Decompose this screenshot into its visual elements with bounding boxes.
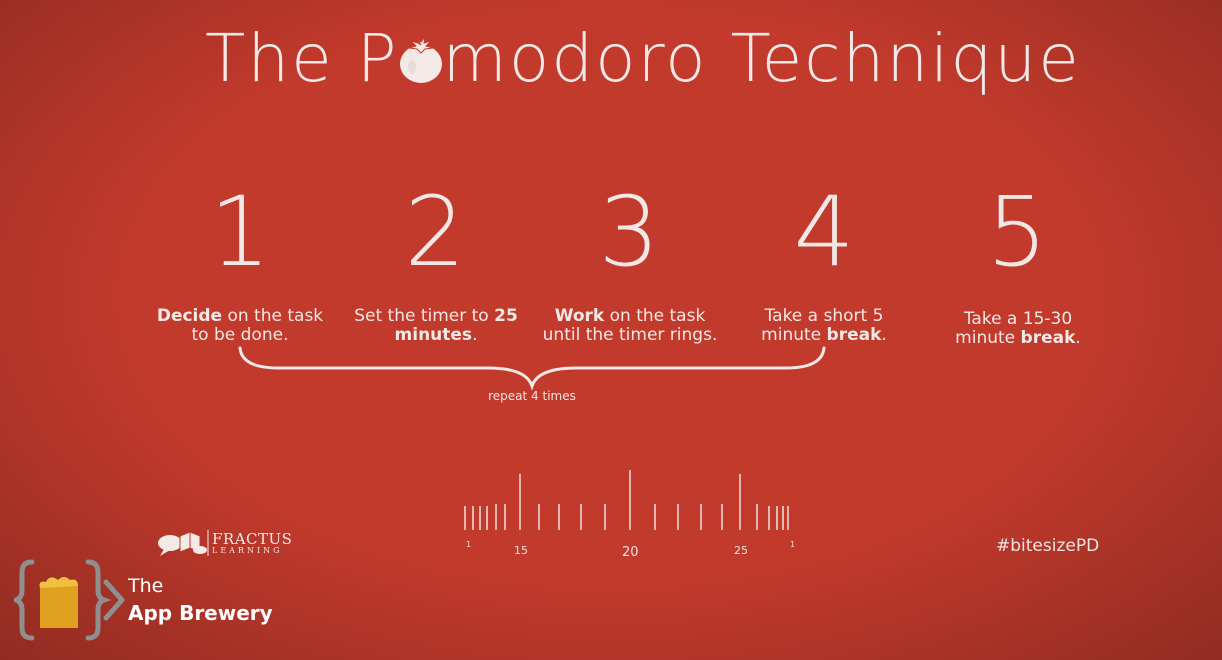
brewery-the: The (128, 575, 164, 597)
fractus-name: FRACTUS (212, 530, 293, 548)
step-2-line2: . (472, 325, 478, 345)
step-2-line1: Set the timer to (354, 306, 495, 326)
hashtag: #bitesizePD (996, 536, 1100, 556)
step-2-bold-2: minutes (394, 325, 473, 345)
step-3-number: 3 (598, 176, 660, 288)
fractus-logo-icon (158, 530, 209, 556)
step-1-bold: Decide (156, 306, 223, 326)
repeat-label: repeat 4 times (488, 389, 576, 403)
ruler-label-25: 25 (734, 544, 748, 557)
repeat-brace (238, 346, 826, 390)
ruler-end-mark-right: 1 (790, 540, 796, 549)
step-3-line1: on the task (604, 306, 706, 326)
step-4-number: 4 (793, 176, 855, 288)
ruler-end-mark-left: 1 (466, 540, 472, 549)
brewery-name: App Brewery (128, 601, 273, 625)
step-4-bold: break (826, 325, 882, 345)
step-5-line1: Take a 15-30 (963, 309, 1073, 329)
ruler-label-15: 15 (514, 544, 528, 557)
step-5-bold: break (1020, 328, 1076, 348)
title-part-1: The P (205, 20, 399, 97)
timer-ruler (464, 470, 789, 530)
step-3-bold: Work (554, 306, 605, 326)
step-4-line2-end: . (881, 325, 887, 345)
step-2-number: 2 (404, 176, 466, 288)
step-1-line2: to be done. (191, 325, 289, 345)
step-3-line2: until the timer rings. (542, 325, 718, 345)
step-1-number: 1 (209, 176, 271, 288)
step-5-line2-end: . (1075, 328, 1081, 348)
step-3-text: Work on the task until the timer rings. (520, 307, 740, 345)
app-brewery-logo-icon (14, 559, 125, 641)
step-4-line1: Take a short 5 (764, 306, 884, 326)
page-title: The P modoro Technique (205, 20, 1079, 97)
step-1-text: Decide on the task to be done. (130, 307, 350, 345)
step-2-text: Set the timer to 25 minutes. (326, 307, 546, 345)
step-5-line2: minute (955, 328, 1021, 348)
step-4-text: Take a short 5 minute break. (714, 307, 934, 345)
ruler-label-20: 20 (622, 545, 639, 560)
tomato-icon (397, 24, 445, 83)
fractus-sub: LEARNING (212, 546, 283, 555)
step-4-line2: minute (761, 325, 827, 345)
step-2-bold-1: 25 (494, 306, 518, 326)
step-1-line1: on the task (222, 306, 324, 326)
step-5-text: Take a 15-30 minute break. (908, 310, 1128, 348)
title-part-2: modoro Technique (442, 20, 1081, 97)
step-5-number: 5 (986, 176, 1048, 288)
